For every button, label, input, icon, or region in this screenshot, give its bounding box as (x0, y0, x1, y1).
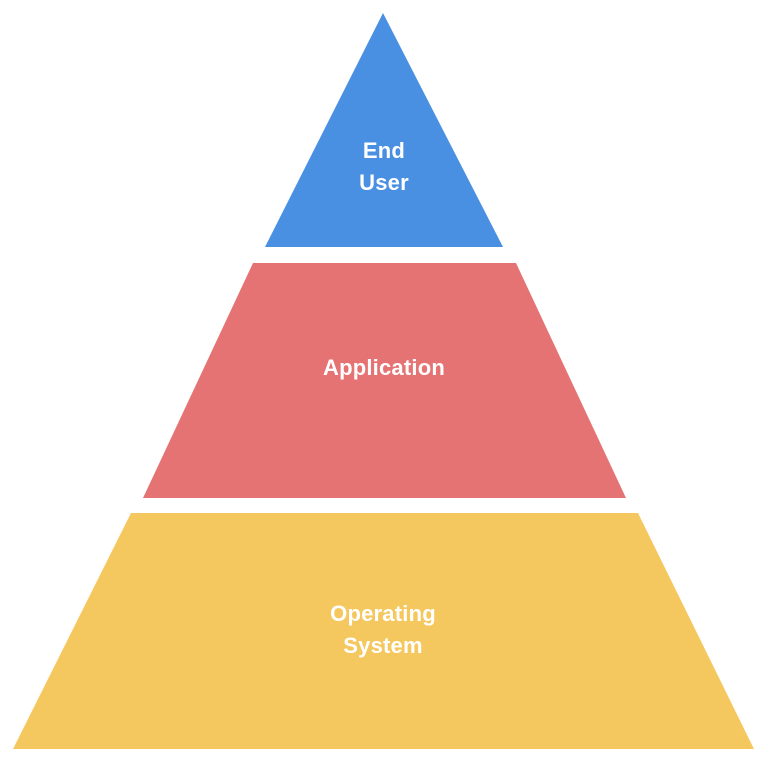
application-trapezoid-shape (143, 263, 626, 498)
operating-system-trapezoid-shape (13, 513, 754, 749)
end-user-triangle-shape (265, 13, 503, 247)
